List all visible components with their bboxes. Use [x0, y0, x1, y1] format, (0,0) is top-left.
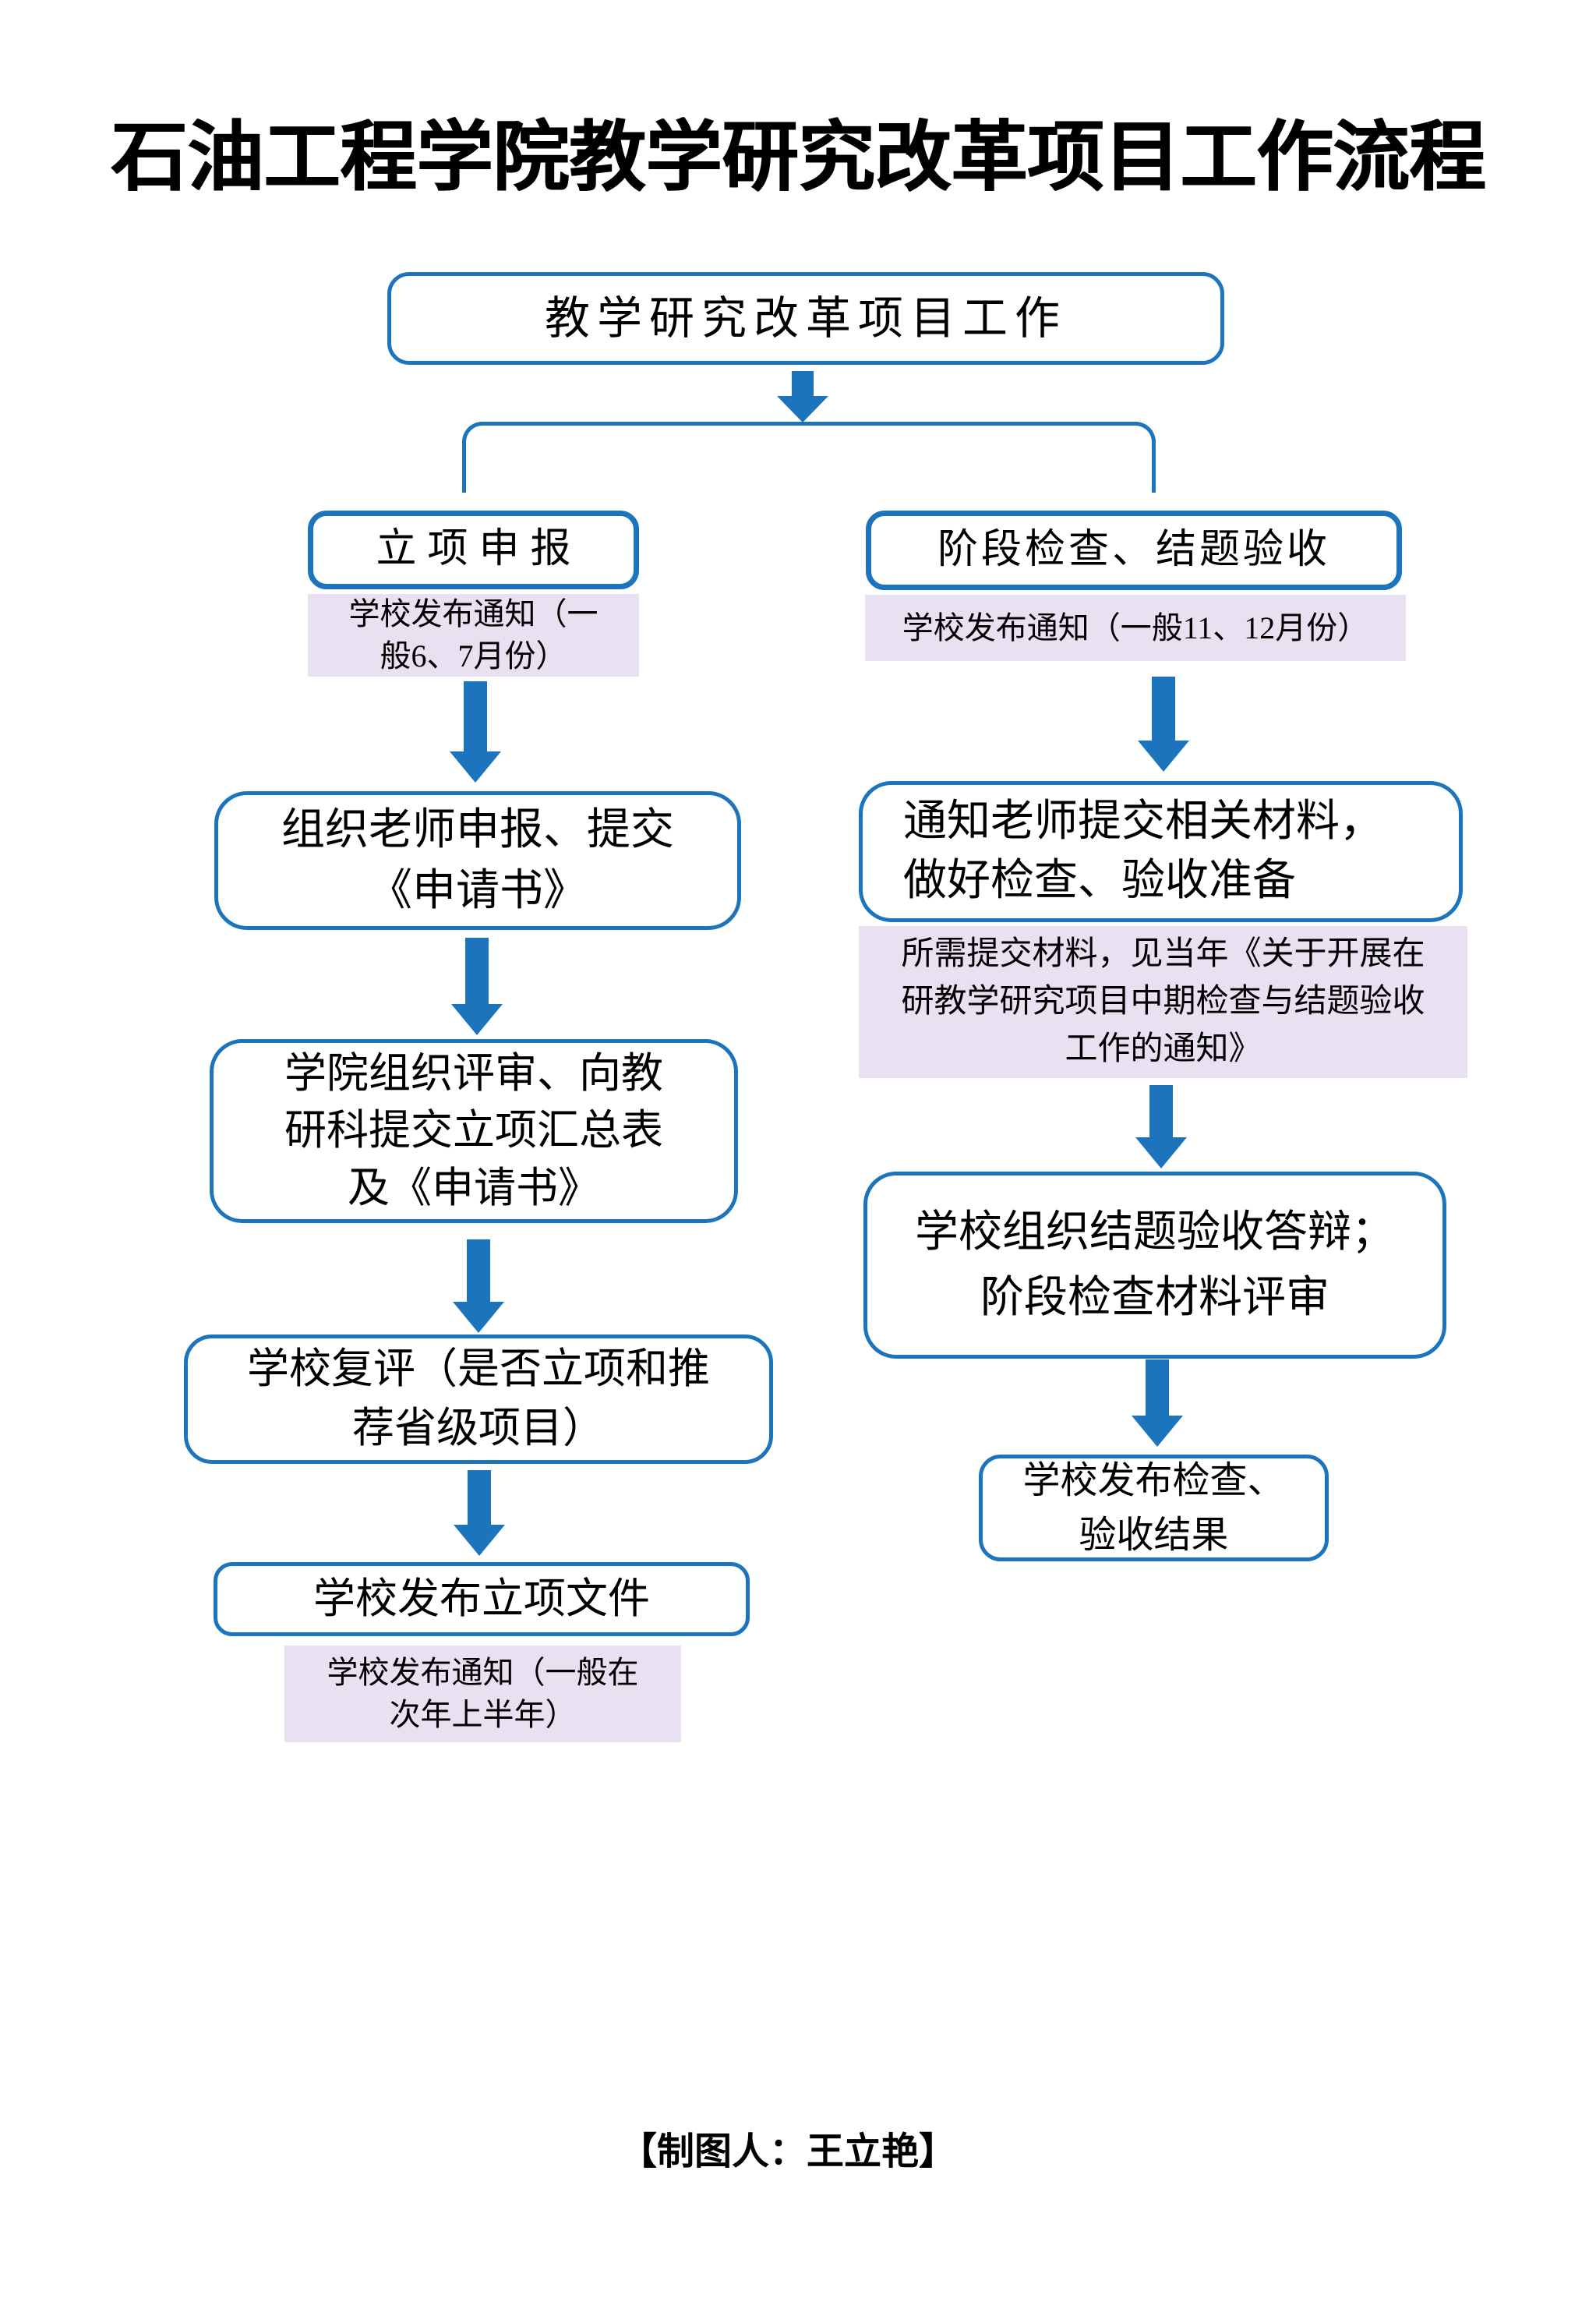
- flow-arrow-left-3: [453, 1239, 504, 1333]
- node-right-step2-label: 通知老师提交相关材料， 做好检查、验收准备: [903, 797, 1383, 905]
- note-right-step2-text: 所需提交材料，见当年《关于开展在 研教学研究项目中期检查与结题验收 工作的通知》: [901, 936, 1425, 1067]
- node-left-step5-label: 学校发布立项文件: [313, 1575, 650, 1622]
- node-left-header-application: 立项申报: [308, 511, 639, 589]
- arrow-head: [1132, 1416, 1183, 1447]
- arrow-shaft: [464, 681, 487, 753]
- flow-arrow-right-1: [1138, 677, 1189, 772]
- node-left-step4-label: 学校复评（是否立项和推 荐省级项目）: [247, 1345, 710, 1451]
- flow-arrow-root: [777, 371, 828, 422]
- arrow-head: [777, 396, 828, 422]
- node-root-label: 教学研究改革项目工作: [544, 292, 1067, 344]
- arrow-head: [1135, 1137, 1187, 1168]
- note-right-step2-materials: 所需提交材料，见当年《关于开展在 研教学研究项目中期检查与结题验收 工作的通知》: [859, 926, 1467, 1078]
- note-left-header-text: 学校发布通知（一 般6、7月份）: [348, 596, 598, 673]
- node-right-step4-publish-results: 学校发布检查、 验收结果: [979, 1455, 1329, 1561]
- arrow-head: [1138, 741, 1189, 772]
- note-left-header-notice: 学校发布通知（一 般6、7月份）: [308, 594, 639, 677]
- node-left-step3-label: 学院组织评审、向教 研科提交立项汇总表 及《申请书》: [284, 1049, 663, 1211]
- note-left-step5-text: 学校发布通知（一般在 次年上半年）: [327, 1655, 639, 1732]
- arrow-shaft: [465, 938, 489, 1006]
- arrow-head: [450, 751, 501, 783]
- node-left-step2-organize-apply: 组织老师申报、提交 《申请书》: [214, 791, 741, 930]
- arrow-shaft: [1146, 1359, 1169, 1417]
- flow-arrow-left-4: [454, 1470, 505, 1556]
- note-right-header-notice: 学校发布通知（一般11、12月份）: [865, 595, 1406, 661]
- node-left-step4-school-reevaluation: 学校复评（是否立项和推 荐省级项目）: [184, 1335, 773, 1464]
- flow-arrow-left-2: [451, 938, 503, 1035]
- node-right-header-inspection: 阶段检查、结题验收: [866, 511, 1402, 590]
- node-right-header-label: 阶段检查、结题验收: [937, 527, 1330, 572]
- node-right-step2-notify-teachers: 通知老师提交相关材料， 做好检查、验收准备: [859, 781, 1463, 922]
- arrow-shaft: [468, 1470, 491, 1526]
- node-left-step3-college-review: 学院组织评审、向教 研科提交立项汇总表 及《申请书》: [210, 1039, 738, 1223]
- flow-arrow-right-3: [1132, 1359, 1183, 1447]
- branch-bracket-connector: [462, 422, 1156, 493]
- node-left-step2-label: 组织老师申报、提交 《申请书》: [281, 805, 674, 915]
- chart-author-credit: 【制图人：王立艳】: [619, 2131, 956, 2172]
- arrow-shaft: [467, 1239, 490, 1303]
- note-right-header-text: 学校发布通知（一般11、12月份）: [902, 610, 1369, 645]
- node-right-step3-label: 学校组织结题验收答辩； 阶段检查材料评审: [915, 1208, 1395, 1322]
- node-root-project-work: 教学研究改革项目工作: [387, 272, 1224, 365]
- node-right-step3-defense-review: 学校组织结题验收答辩； 阶段检查材料评审: [863, 1172, 1446, 1359]
- note-left-step5-notice: 学校发布通知（一般在 次年上半年）: [284, 1646, 681, 1742]
- page-title: 石油工程学院教学研究改革项目工作流程: [110, 114, 1485, 200]
- flow-arrow-left-1: [450, 681, 501, 783]
- flow-arrow-right-2: [1135, 1085, 1187, 1168]
- node-left-step5-publish-document: 学校发布立项文件: [214, 1562, 750, 1636]
- arrow-head: [453, 1302, 504, 1333]
- arrow-head: [451, 1004, 503, 1035]
- arrow-shaft: [1149, 1085, 1173, 1139]
- node-left-header-label: 立项申报: [376, 527, 582, 572]
- arrow-shaft: [1152, 677, 1175, 742]
- arrow-head: [454, 1525, 505, 1556]
- arrow-shaft: [792, 371, 814, 398]
- node-right-step4-label: 学校发布检查、 验收结果: [1022, 1459, 1285, 1556]
